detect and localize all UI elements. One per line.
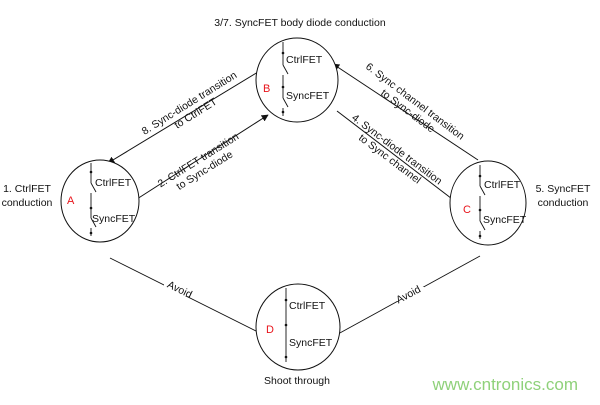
arrow-a-to-b <box>136 114 269 200</box>
watermark: www.cntronics.com <box>432 375 578 394</box>
avoid-label-left: Avoid <box>164 279 196 301</box>
arrow-c-to-b <box>332 63 479 161</box>
state-node-c: CtrlFET C SyncFET <box>449 160 527 246</box>
node-c-caption-1: 5. SyncFET <box>536 183 591 195</box>
state-node-b: CtrlFET B SyncFET <box>255 37 339 123</box>
edge-label-a-to-b: 2. CtrlFET transition to Sync-diode <box>156 131 242 193</box>
node-a-caption-1: 1. CtrlFET <box>3 183 51 195</box>
node-b-bottom-label: SyncFET <box>286 90 330 102</box>
node-c-top-label: CtrlFET <box>484 179 521 191</box>
node-d-caption: Shoot through <box>264 375 330 387</box>
node-c-bottom-label: SyncFET <box>483 214 527 226</box>
node-d-letter: D <box>266 324 274 336</box>
node-b-letter: B <box>263 83 270 95</box>
node-d-top-label: CtrlFET <box>289 300 326 312</box>
svg-text:Avoid: Avoid <box>394 283 423 306</box>
node-a-bottom-label: SyncFET <box>92 213 136 225</box>
arrow-b-to-a <box>107 71 259 164</box>
avoid-label-right: Avoid <box>392 283 424 306</box>
node-b-top-label: CtrlFET <box>286 54 323 66</box>
svg-text:8. Sync-diode transition: 8. Sync-diode transition <box>140 69 240 137</box>
node-a-letter: A <box>67 195 75 207</box>
state-node-a: CtrlFET A SyncFET <box>60 159 140 243</box>
node-b-caption: 3/7. SyncFET body diode conduction <box>214 17 386 29</box>
node-c-letter: C <box>463 204 471 216</box>
node-a-top-label: CtrlFET <box>95 177 132 189</box>
switch-icon <box>479 165 486 239</box>
arrow-b-to-c <box>336 110 461 206</box>
node-d-bottom-label: SyncFET <box>289 337 333 349</box>
state-node-d: CtrlFET D SyncFET <box>255 283 341 371</box>
node-a-caption-2: conduction <box>2 197 53 209</box>
node-c-caption-2: conduction <box>538 197 589 209</box>
